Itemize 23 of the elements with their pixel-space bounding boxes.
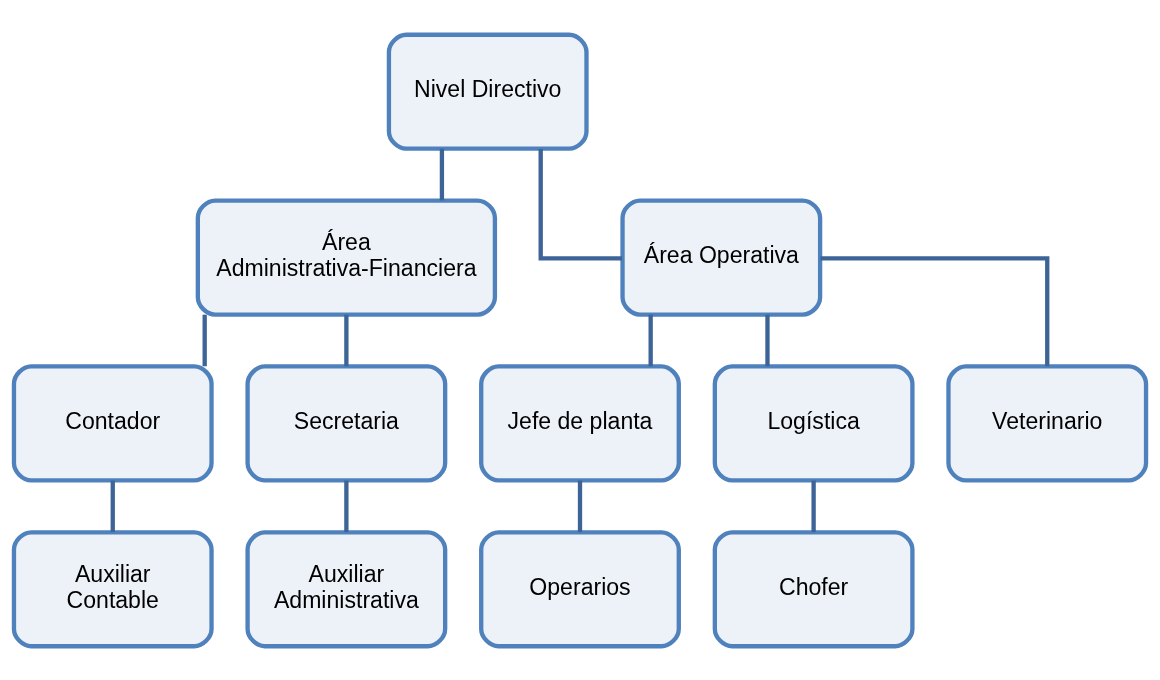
connector xyxy=(648,314,653,366)
node-box: Chofer xyxy=(712,529,915,648)
connector xyxy=(811,480,816,532)
connector xyxy=(765,314,770,366)
connector xyxy=(439,148,445,200)
node-box: Veterinario xyxy=(946,363,1149,483)
connector xyxy=(577,480,583,532)
node-box: Secretaria xyxy=(245,363,448,483)
node-box: Logística xyxy=(712,363,915,483)
node-box: Auxiliar Administrativa xyxy=(245,529,448,648)
node-box: Jefe de planta xyxy=(479,363,681,483)
node-box: Nivel Directivo xyxy=(386,32,589,151)
connector xyxy=(344,314,349,366)
connector xyxy=(820,255,1050,366)
connector xyxy=(202,314,207,366)
node-box: Área Operativa xyxy=(620,197,823,317)
node-box: Auxiliar Contable xyxy=(11,529,214,648)
connector xyxy=(110,480,115,532)
node-box: Área Administrativa-Financiera xyxy=(195,197,498,317)
connector xyxy=(344,480,349,532)
node-box: Operarios xyxy=(479,529,681,648)
node-box: Contador xyxy=(11,363,214,483)
connector xyxy=(538,148,623,260)
